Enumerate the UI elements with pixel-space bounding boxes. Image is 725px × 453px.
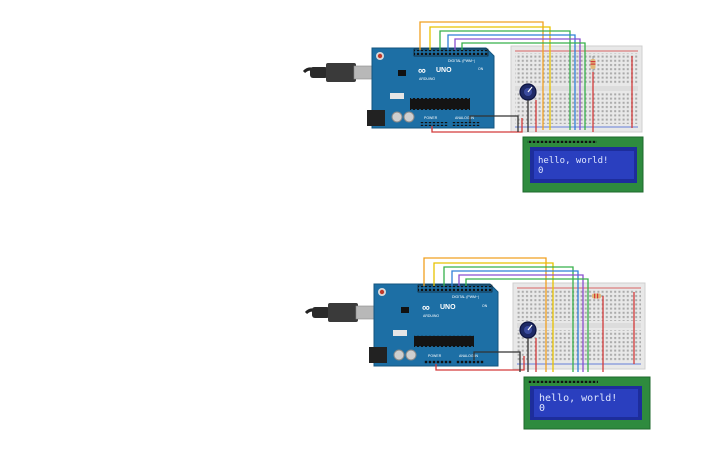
analog-label: ANALOG IN xyxy=(455,116,475,120)
brand-label: ARDUINO xyxy=(423,314,439,318)
wire-purple[interactable] xyxy=(458,274,584,372)
arduino-logo-icon: ∞ xyxy=(418,65,426,77)
wire-red-power[interactable] xyxy=(431,118,523,133)
wire-blue[interactable] xyxy=(451,270,579,372)
power-label: POWER xyxy=(428,354,442,358)
power-jack xyxy=(369,347,387,363)
wire-black-ground[interactable] xyxy=(473,351,521,372)
power-header xyxy=(424,360,452,364)
wire-green-2[interactable] xyxy=(465,278,589,372)
wire-yellow[interactable] xyxy=(429,26,551,130)
arduino-uno-board[interactable]: DIGITAL (PWM~) ∞ UNO ARDUINO ON POWER AN… xyxy=(369,283,499,367)
usb-cable-icon[interactable] xyxy=(304,303,379,322)
lcd-line-2: 0 xyxy=(539,403,545,414)
potentiometer-icon[interactable] xyxy=(519,321,537,339)
lcd-module[interactable]: hello, world! 0 xyxy=(523,376,651,430)
analog-header xyxy=(452,122,480,126)
model-label: UNO xyxy=(440,304,456,311)
power-jack xyxy=(367,110,385,126)
arduino-logo-icon: ∞ xyxy=(422,302,430,314)
arduino-uno-board[interactable]: DIGITAL (PWM~) ∞ UNO ARDUINO ON POWER AN… xyxy=(367,47,495,129)
circuit-top: DIGITAL (PWM~) ∞ UNO ARDUINO ON POWER AN… xyxy=(302,21,644,193)
digital-header xyxy=(418,286,492,291)
wire-green[interactable] xyxy=(439,30,571,130)
brand-label: ARDUINO xyxy=(419,77,435,81)
resistor-icon[interactable] xyxy=(590,293,603,299)
lcd-line-1: hello, world! xyxy=(539,393,617,404)
power-label: POWER xyxy=(424,116,438,120)
lcd-line-1: hello, world! xyxy=(538,156,608,166)
circuit-bottom: DIGITAL (PWM~) ∞ UNO ARDUINO ON POWER AN… xyxy=(304,257,651,430)
wire-orange[interactable] xyxy=(419,21,544,130)
model-label: UNO xyxy=(436,67,452,74)
on-led-label: ON xyxy=(482,304,488,308)
wires xyxy=(419,21,633,133)
lcd-module[interactable]: hello, world! 0 xyxy=(522,136,644,193)
wire-red-power[interactable] xyxy=(435,356,525,371)
wire-yellow[interactable] xyxy=(433,262,554,372)
lcd-screen xyxy=(534,151,634,179)
wire-black-ground[interactable] xyxy=(469,115,519,132)
wire-green[interactable] xyxy=(443,266,574,372)
wire-purple[interactable] xyxy=(454,38,581,130)
wires xyxy=(423,257,635,372)
usb-cable-icon[interactable] xyxy=(302,63,377,82)
resistor-icon[interactable] xyxy=(590,56,596,72)
digital-label: DIGITAL (PWM~) xyxy=(448,59,475,63)
lcd-screen xyxy=(534,389,638,417)
potentiometer-icon[interactable] xyxy=(519,83,537,101)
wire-green-2[interactable] xyxy=(461,42,586,130)
lcd-line-2: 0 xyxy=(538,166,543,176)
digital-header xyxy=(414,50,488,55)
breadboard[interactable] xyxy=(510,45,643,133)
atmega-chip xyxy=(414,336,474,346)
analog-header xyxy=(456,360,484,364)
analog-label: ANALOG IN xyxy=(459,354,479,358)
power-header xyxy=(420,122,448,126)
wire-blue[interactable] xyxy=(447,34,576,130)
breadboard[interactable] xyxy=(512,282,646,370)
digital-label: DIGITAL (PWM~) xyxy=(452,295,479,299)
atmega-chip xyxy=(410,99,470,109)
wire-orange[interactable] xyxy=(423,257,547,372)
on-led-label: ON xyxy=(478,67,484,71)
